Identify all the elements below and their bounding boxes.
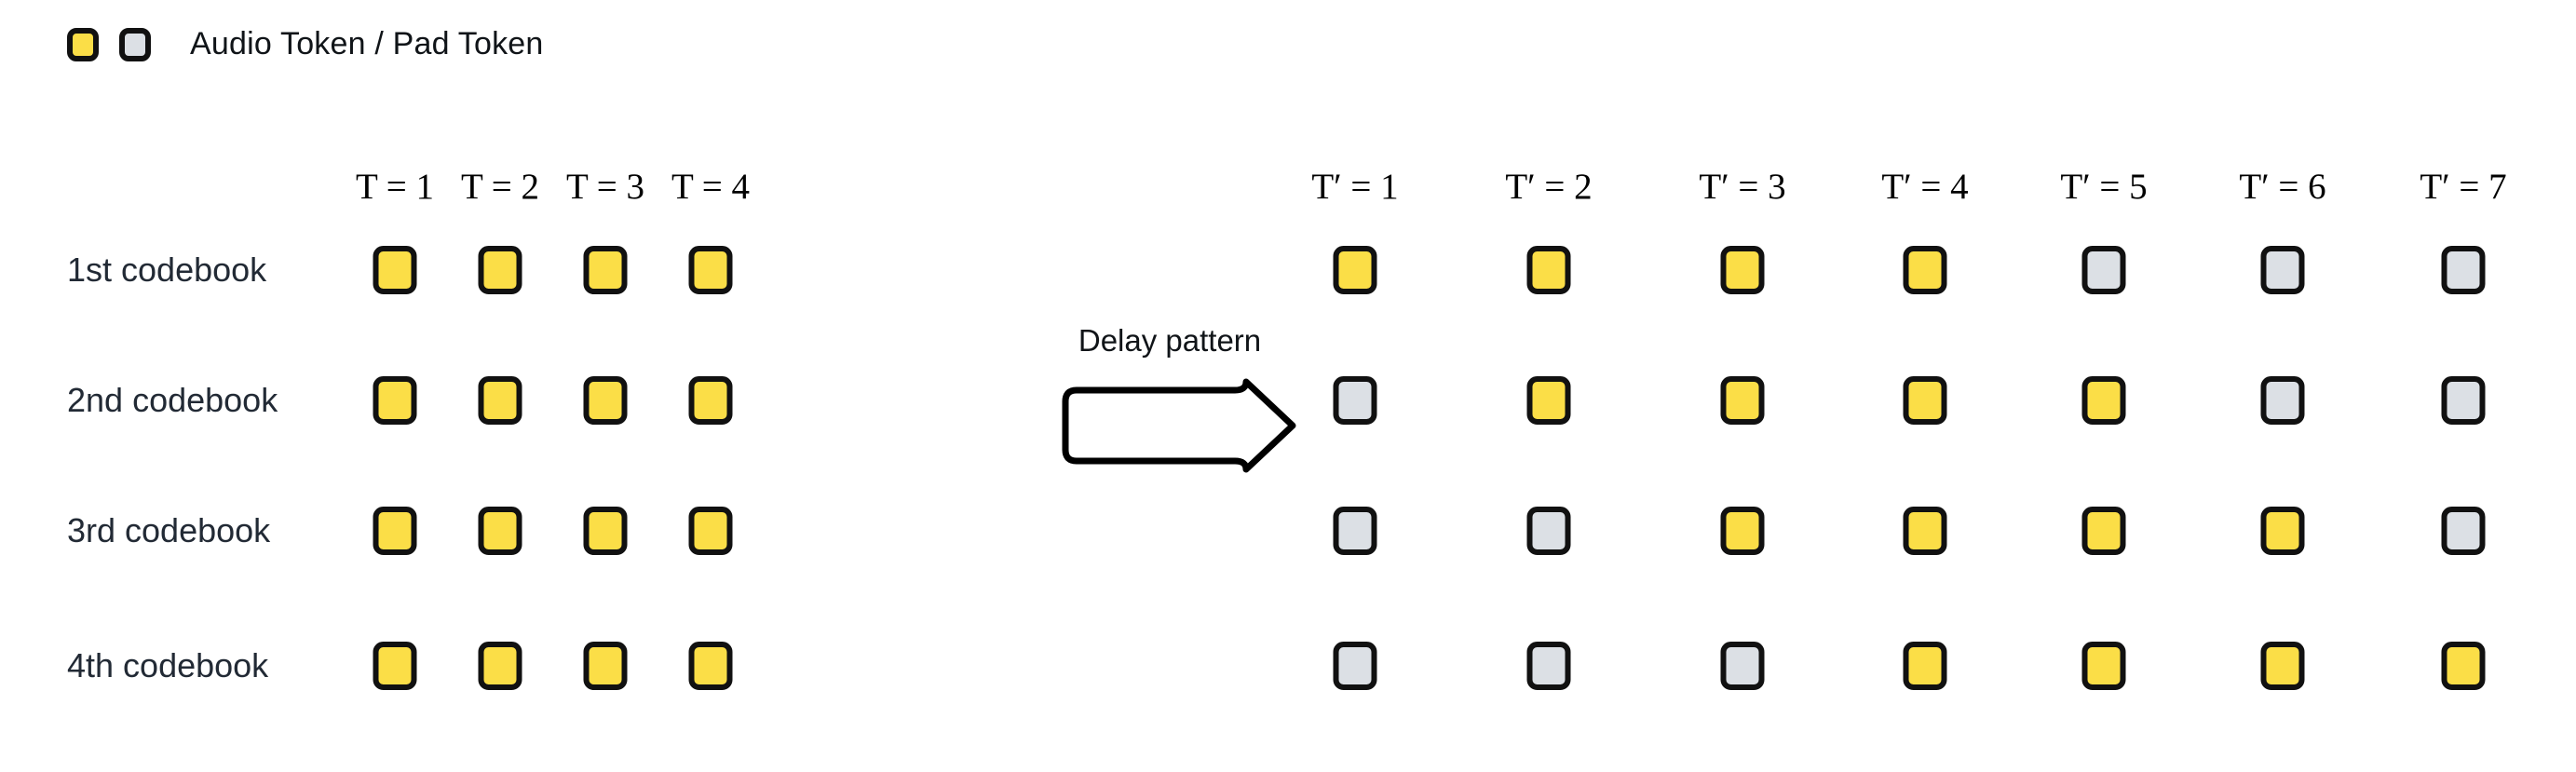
token-audio-cb2-tprime4 (1903, 376, 1947, 425)
token-audio-cb1-tprime2 (1526, 246, 1571, 294)
token-audio-cb1-t4 (688, 246, 733, 294)
token-audio-cb4-t4 (688, 642, 733, 690)
token-pad-cb3-tprime2 (1526, 507, 1571, 555)
token-pad-cb4-tprime2 (1526, 642, 1571, 690)
column-header-tprime-3: T′ = 3 (1699, 167, 1786, 207)
column-header-t-3: T = 3 (565, 167, 645, 207)
token-pad-cb2-tprime7 (2441, 376, 2486, 425)
column-header-tprime-7: T′ = 7 (2420, 167, 2507, 207)
column-header-t-2: T = 2 (460, 167, 540, 207)
token-audio-cb2-tprime3 (1720, 376, 1765, 425)
token-audio-cb3-tprime4 (1903, 507, 1947, 555)
column-header-tprime-1: T′ = 1 (1311, 167, 1399, 207)
row-label-codebook-3: 3rd codebook (67, 511, 271, 549)
delay-pattern-label: Delay pattern (1078, 323, 1262, 358)
token-audio-cb3-tprime5 (2081, 507, 2126, 555)
token-audio-cb1-t1 (373, 246, 417, 294)
token-audio-cb4-t2 (478, 642, 522, 690)
legend-label: Audio Token / Pad Token (190, 26, 544, 61)
token-pad-cb4-tprime3 (1720, 642, 1765, 690)
token-pad-cb3-tprime7 (2441, 507, 2486, 555)
token-audio-cb1-tprime1 (1333, 246, 1377, 294)
token-audio-cb4-t1 (373, 642, 417, 690)
column-header-tprime-6: T′ = 6 (2239, 167, 2326, 207)
token-audio-cb2-t4 (688, 376, 733, 425)
token-audio-cb4-tprime7 (2441, 642, 2486, 690)
token-audio-cb3-t3 (583, 507, 628, 555)
token-pad-cb1-tprime6 (2260, 246, 2305, 294)
column-header-t-4: T = 4 (671, 167, 751, 207)
audio-token-swatch-icon (67, 27, 99, 61)
token-pad-cb2-tprime1 (1333, 376, 1377, 425)
column-header-tprime-2: T′ = 2 (1505, 167, 1593, 207)
token-audio-cb4-tprime6 (2260, 642, 2305, 690)
token-audio-cb1-tprime4 (1903, 246, 1947, 294)
row-label-codebook-4: 4th codebook (67, 646, 269, 684)
token-audio-cb2-t2 (478, 376, 522, 425)
token-audio-cb1-tprime3 (1720, 246, 1765, 294)
legend: Audio Token / Pad Token (67, 26, 544, 62)
delay-arrow-icon (1062, 378, 1296, 473)
token-audio-cb3-t1 (373, 507, 417, 555)
token-audio-cb4-tprime4 (1903, 642, 1947, 690)
token-pad-cb4-tprime1 (1333, 642, 1377, 690)
token-pad-cb3-tprime1 (1333, 507, 1377, 555)
row-label-codebook-1: 1st codebook (67, 251, 267, 289)
token-audio-cb3-t4 (688, 507, 733, 555)
token-audio-cb3-t2 (478, 507, 522, 555)
row-label-codebook-2: 2nd codebook (67, 381, 278, 419)
token-pad-cb1-tprime5 (2081, 246, 2126, 294)
token-audio-cb2-t3 (583, 376, 628, 425)
column-header-tprime-5: T′ = 5 (2060, 167, 2148, 207)
pad-token-swatch-icon (119, 27, 151, 61)
column-header-t-1: T = 1 (355, 167, 435, 207)
token-audio-cb3-tprime6 (2260, 507, 2305, 555)
token-audio-cb4-tprime5 (2081, 642, 2126, 690)
token-pad-cb2-tprime6 (2260, 376, 2305, 425)
token-audio-cb1-t3 (583, 246, 628, 294)
token-audio-cb2-t1 (373, 376, 417, 425)
token-audio-cb4-t3 (583, 642, 628, 690)
token-pad-cb1-tprime7 (2441, 246, 2486, 294)
token-audio-cb2-tprime5 (2081, 376, 2126, 425)
token-audio-cb1-t2 (478, 246, 522, 294)
token-audio-cb2-tprime2 (1526, 376, 1571, 425)
token-audio-cb3-tprime3 (1720, 507, 1765, 555)
column-header-tprime-4: T′ = 4 (1881, 167, 1969, 207)
